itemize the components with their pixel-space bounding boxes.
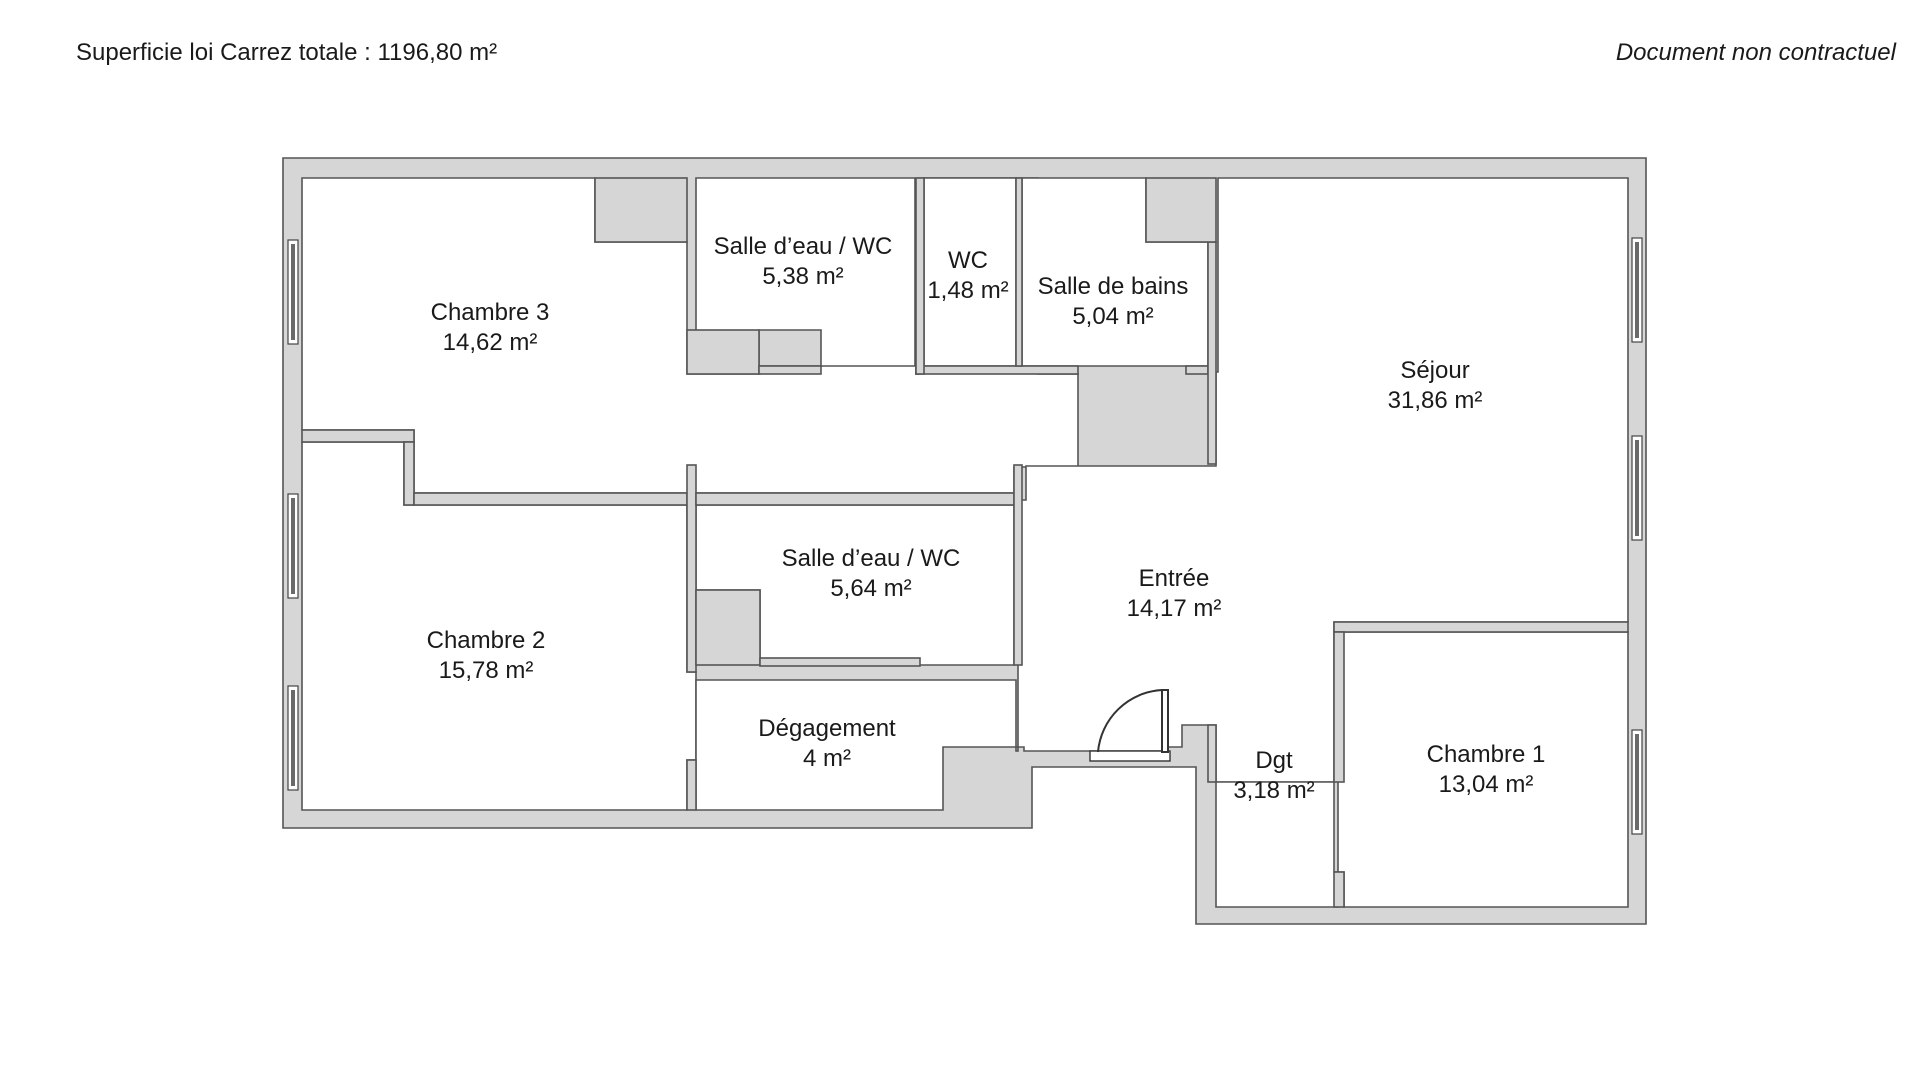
room-area: 14,17 m² [1127,595,1222,622]
room-name: WC [948,247,988,274]
room-name: Chambre 3 [431,299,550,326]
room-area: 13,04 m² [1439,771,1534,798]
room-label-entree: Entrée 14,17 m² [1127,565,1222,622]
room-name: Chambre 1 [1427,741,1546,768]
room-label-salle-bains: Salle de bains 5,04 m² [1038,273,1189,330]
room-area: 5,38 m² [762,263,843,290]
room-area: 1,48 m² [927,277,1008,304]
room-label-chambre-1: Chambre 1 13,04 m² [1427,741,1546,798]
total-surface-label: Superficie loi Carrez totale : 1196,80 m… [76,39,498,66]
room-label-salle-eau-2: Salle d’eau / WC 5,64 m² [782,545,961,602]
room-name: Séjour [1400,357,1469,384]
room-name: Salle d’eau / WC [782,545,961,572]
windows [287,237,1643,835]
room-label-chambre-2: Chambre 2 15,78 m² [427,627,546,684]
disclaimer-label: Document non contractuel [1615,39,1896,66]
room-label-salle-eau-1: Salle d’eau / WC 5,38 m² [714,233,893,290]
room-name: Dégagement [758,715,896,742]
room-label-dgt: Dgt 3,18 m² [1233,747,1314,804]
room-label-wc: WC 1,48 m² [927,247,1008,304]
room-name: Salle d’eau / WC [714,233,893,260]
room-area: 4 m² [803,745,851,772]
room-floor-chambre-1 [1337,631,1629,908]
room-name: Chambre 2 [427,627,546,654]
room-name: Dgt [1255,747,1293,774]
room-area: 15,78 m² [439,657,534,684]
room-area: 5,04 m² [1072,303,1153,330]
room-area: 3,18 m² [1233,777,1314,804]
room-label-degagement: Dégagement 4 m² [758,715,896,772]
room-name: Entrée [1139,565,1210,592]
room-area: 31,86 m² [1388,387,1483,414]
interior-walls [301,177,1629,908]
entrance-door [1089,689,1171,762]
room-label-chambre-3: Chambre 3 14,62 m² [431,299,550,356]
room-label-sejour: Séjour 31,86 m² [1388,357,1483,414]
room-area: 14,62 m² [443,329,538,356]
room-name: Salle de bains [1038,273,1189,300]
room-area: 5,64 m² [830,575,911,602]
